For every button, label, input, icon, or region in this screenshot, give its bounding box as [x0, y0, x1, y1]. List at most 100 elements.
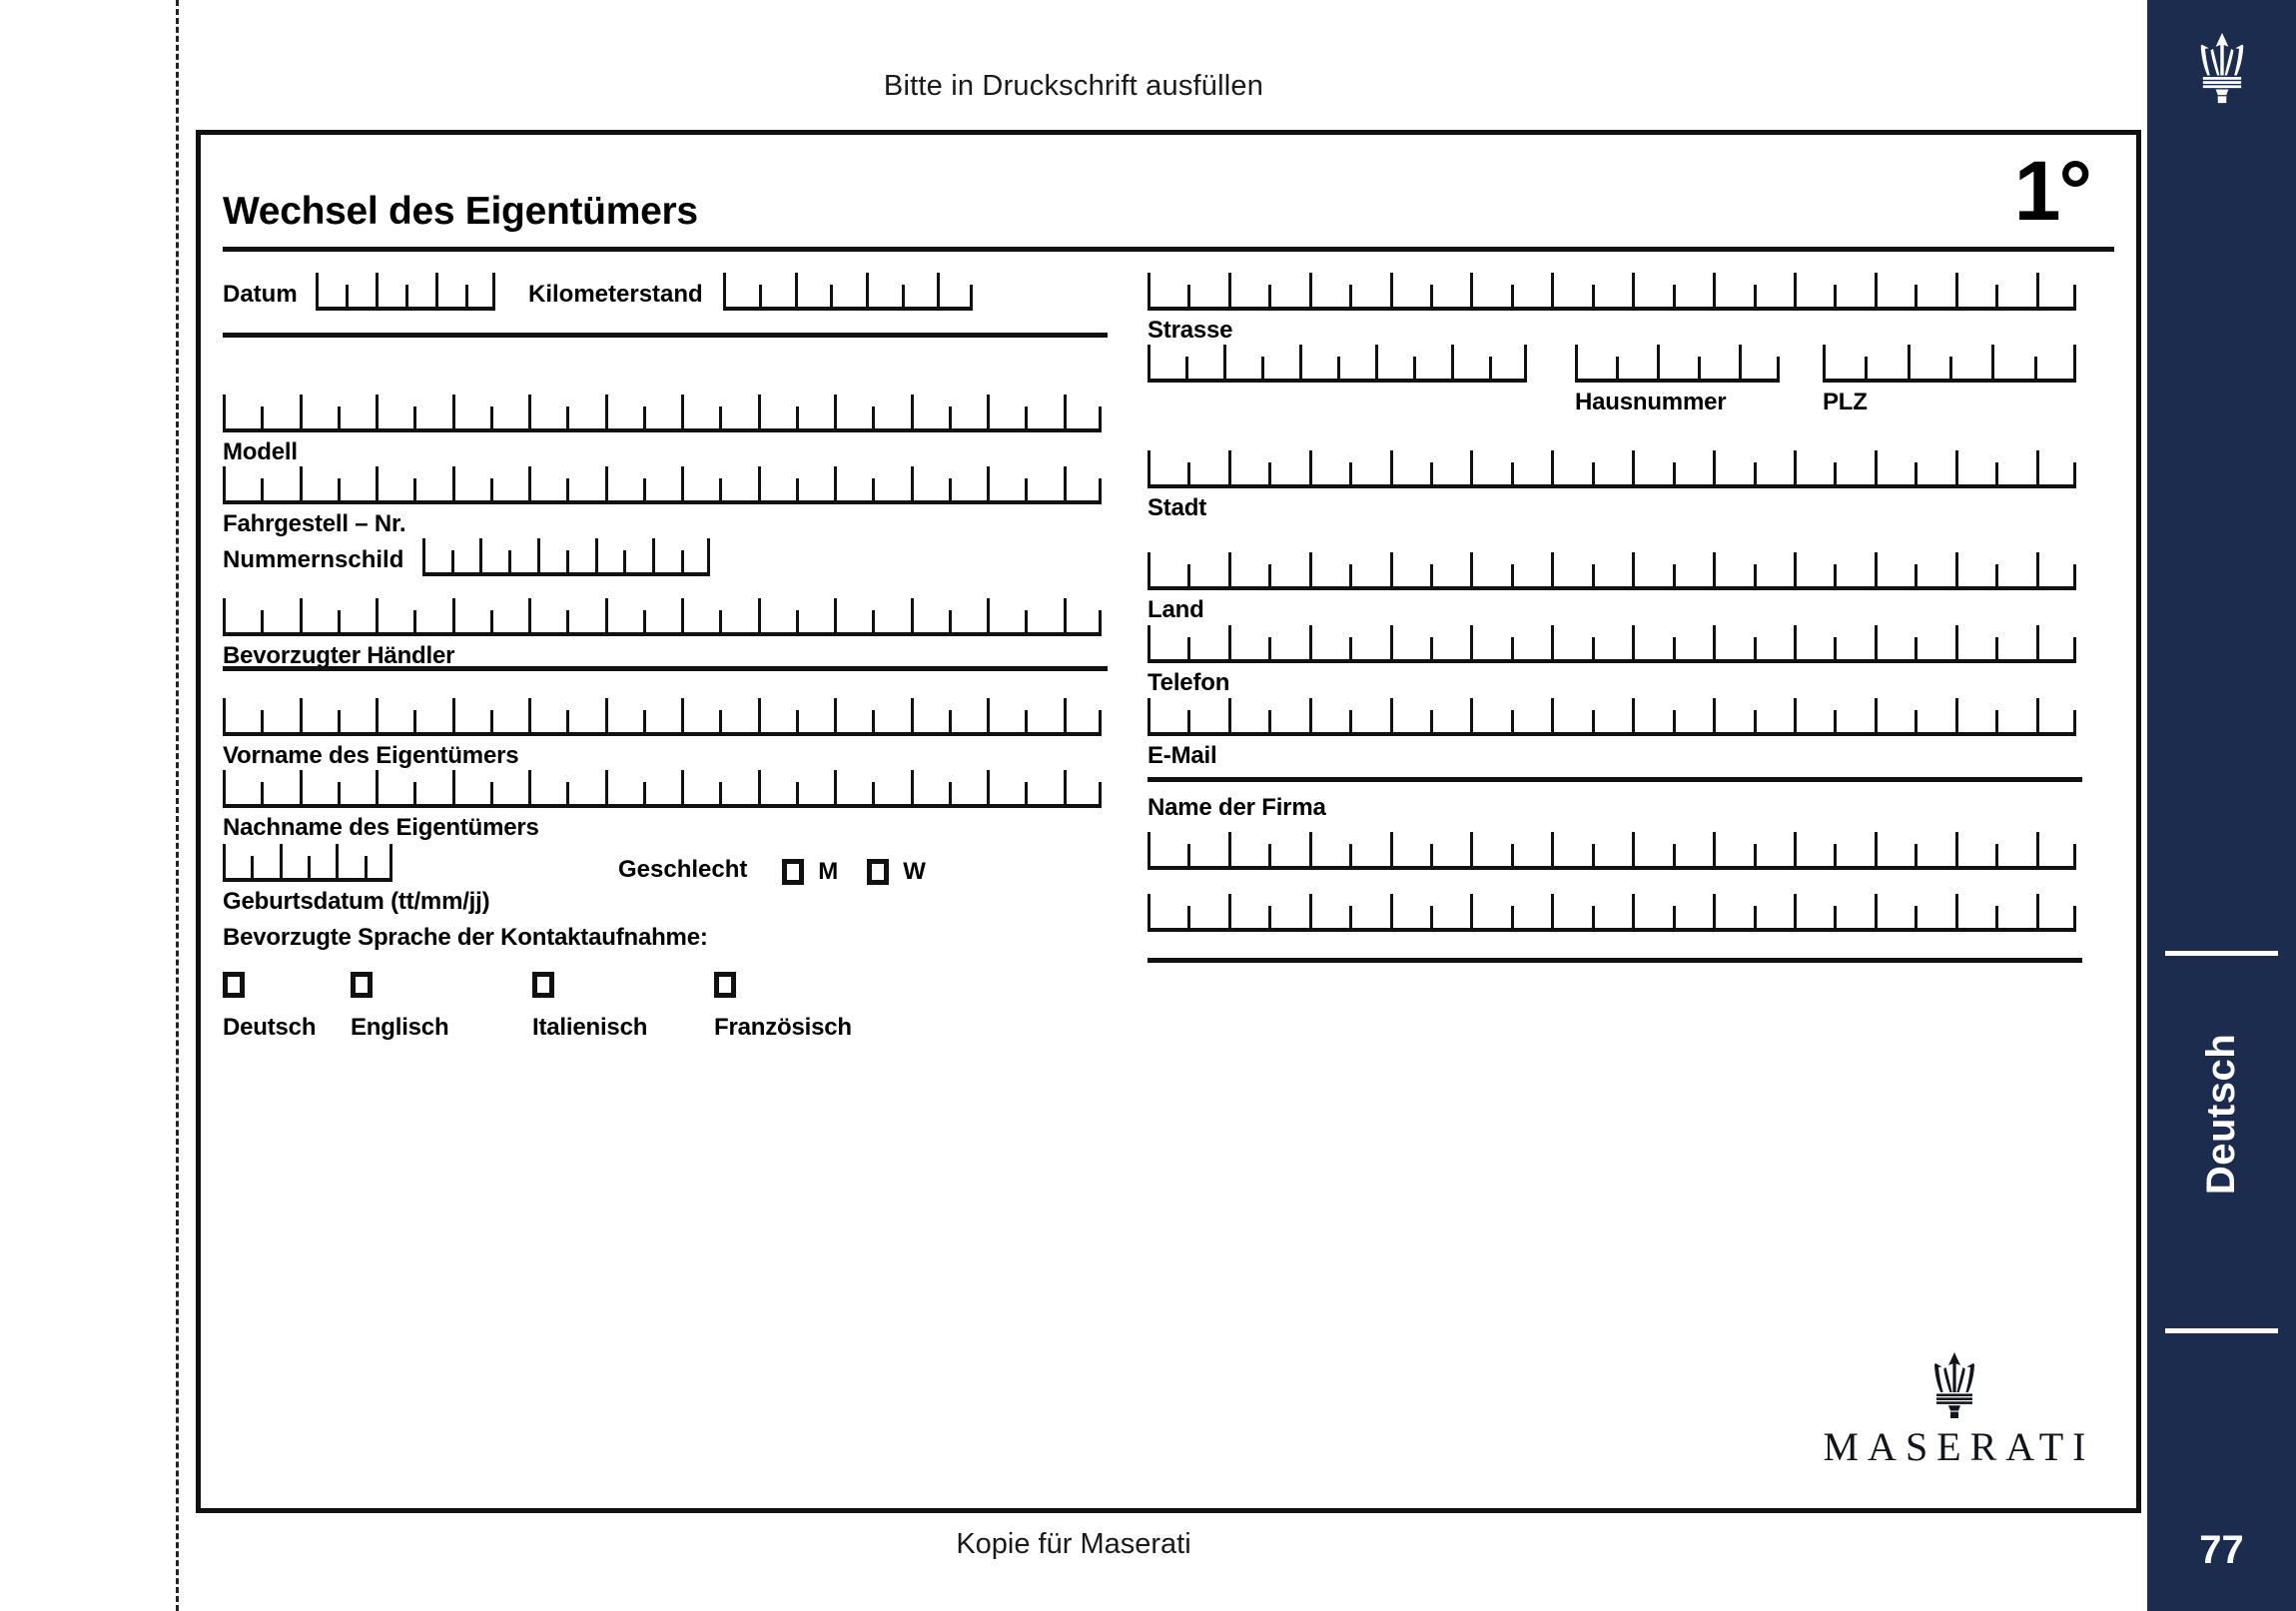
field-firma-line1-input[interactable]: [1148, 832, 2076, 870]
field-strasse-input[interactable]: [1148, 273, 2076, 311]
field-vorname-label: Vorname des Eigentümers: [223, 742, 519, 769]
comb-tick: [948, 782, 952, 804]
comb-tick: [1470, 832, 1474, 866]
field-vorname-input[interactable]: [223, 698, 1102, 736]
comb-tick: [451, 698, 455, 732]
comb-tick: [492, 273, 496, 307]
comb-tick: [223, 698, 226, 732]
field-stadt-input[interactable]: [1148, 450, 2076, 488]
comb-tick: [1389, 625, 1393, 659]
comb-tick: [1148, 625, 1150, 659]
language-option-deutsch[interactable]: Deutsch: [223, 972, 316, 1042]
maserati-wordmark: MASERATI: [1823, 1424, 2095, 1469]
comb-tick: [465, 285, 469, 307]
field-strasse-line2-input[interactable]: [1148, 345, 1527, 383]
comb-tick: [604, 770, 608, 804]
comb-tick: [1834, 564, 1838, 586]
checkbox-language-deutsch[interactable]: [223, 972, 245, 998]
comb-tick: [337, 406, 341, 428]
field-plz-input[interactable]: [1823, 345, 2076, 383]
comb-tick: [1657, 345, 1660, 379]
field-nachname-input[interactable]: [223, 770, 1102, 808]
comb-tick: [1025, 782, 1029, 804]
comb-tick: [1713, 450, 1717, 484]
language-option-deutsch-label: Deutsch: [223, 1014, 317, 1041]
comb-tick: [1510, 637, 1514, 659]
comb-tick: [2073, 564, 2076, 586]
comb-tick: [1099, 610, 1102, 632]
field-plz-label: PLZ: [1823, 389, 1868, 415]
comb-tick: [1753, 637, 1757, 659]
comb-tick: [1834, 710, 1838, 732]
checkbox-geschlecht-m[interactable]: [781, 859, 804, 885]
language-option-franzoesisch[interactable]: Französisch: [714, 972, 852, 1042]
language-option-italienisch[interactable]: Italienisch: [532, 972, 647, 1042]
field-firma-line2-input[interactable]: [1148, 894, 2076, 932]
comb-tick: [1470, 698, 1474, 732]
field-fahrgestell-input[interactable]: [223, 466, 1102, 504]
comb-tick: [1753, 285, 1757, 307]
sidebar-language-tab[interactable]: Deutsch: [2147, 919, 2296, 1308]
comb-tick: [376, 273, 380, 307]
field-email-input[interactable]: [1148, 698, 2076, 736]
comb-tick: [1063, 770, 1067, 804]
field-datum-input[interactable]: [316, 273, 496, 311]
comb-tick: [1227, 450, 1231, 484]
checkbox-language-englisch[interactable]: [351, 972, 373, 998]
comb-tick: [2035, 698, 2039, 732]
comb-tick: [604, 598, 608, 632]
comb-tick: [1793, 450, 1797, 484]
comb-tick: [413, 478, 417, 500]
comb-tick: [2073, 710, 2076, 732]
comb-tick: [706, 538, 710, 572]
field-hausnummer-input[interactable]: [1575, 345, 1780, 383]
comb-tick: [1753, 462, 1757, 484]
field-haendler-input[interactable]: [223, 598, 1102, 636]
field-land-input[interactable]: [1148, 552, 2076, 590]
comb-tick: [413, 610, 417, 632]
comb-tick: [1834, 906, 1838, 928]
field-telefon-label: Telefon: [1148, 669, 1230, 696]
section-divider-vehicle: [223, 333, 1108, 338]
comb-tick: [1470, 273, 1474, 307]
comb-tick: [1510, 710, 1514, 732]
comb-tick: [1430, 462, 1434, 484]
comb-tick: [604, 698, 608, 732]
comb-tick: [1413, 357, 1416, 379]
field-kilometerstand-input[interactable]: [723, 273, 974, 311]
field-nachname: Nachname des Eigentümers: [223, 770, 1102, 841]
field-telefon: Telefon: [1148, 625, 2076, 696]
comb-tick: [1834, 462, 1838, 484]
language-option-englisch[interactable]: Englisch: [351, 972, 449, 1042]
comb-tick: [872, 782, 876, 804]
comb-tick: [1632, 832, 1636, 866]
comb-tick: [1995, 844, 1999, 866]
comb-tick: [758, 285, 762, 307]
comb-tick: [1187, 710, 1191, 732]
field-vorname: Vorname des Eigentümers: [223, 698, 1102, 769]
comb-tick: [489, 406, 493, 428]
field-telefon-input[interactable]: [1148, 625, 2076, 663]
checkbox-language-franzoesisch[interactable]: [714, 972, 736, 998]
comb-tick: [1524, 345, 1527, 379]
comb-tick: [642, 406, 646, 428]
checkbox-language-italienisch[interactable]: [532, 972, 554, 998]
field-geburtsdatum-input[interactable]: [223, 844, 392, 882]
checkbox-geschlecht-w[interactable]: [866, 859, 889, 885]
comb-tick: [1874, 625, 1878, 659]
comb-tick: [1591, 285, 1595, 307]
comb-tick: [1672, 844, 1676, 866]
comb-tick: [376, 770, 380, 804]
comb-tick: [937, 273, 941, 307]
comb-tick: [376, 698, 380, 732]
comb-tick: [872, 710, 876, 732]
field-nummernschild-input[interactable]: [421, 538, 710, 576]
comb-tick: [1308, 273, 1312, 307]
comb-tick: [948, 610, 952, 632]
field-modell-input[interactable]: [223, 395, 1102, 432]
comb-tick: [1185, 357, 1188, 379]
field-hausnummer-label: Hausnummer: [1575, 389, 1727, 415]
comb-tick: [566, 710, 570, 732]
comb-tick: [642, 610, 646, 632]
language-option-englisch-label: Englisch: [351, 1014, 449, 1041]
